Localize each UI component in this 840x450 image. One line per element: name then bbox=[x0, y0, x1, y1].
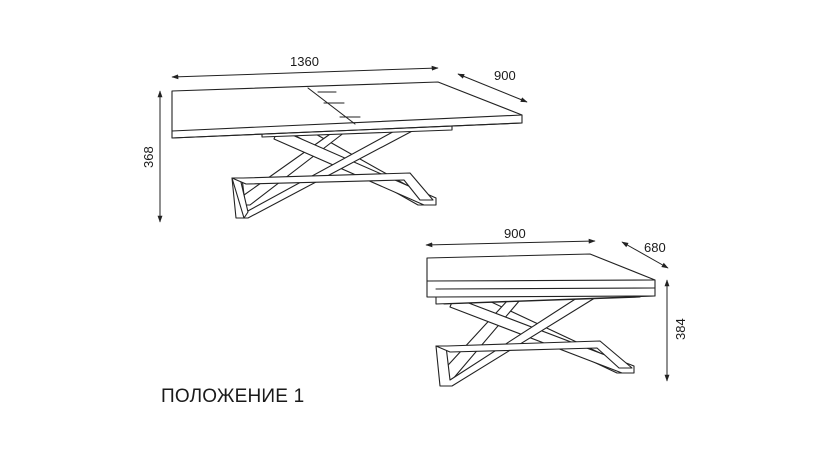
small-table-length-label: 900 bbox=[504, 226, 526, 241]
small-table-depth-label: 680 bbox=[644, 240, 666, 255]
small-table bbox=[426, 253, 656, 387]
large-table-top bbox=[171, 81, 523, 139]
large-table-legs bbox=[231, 123, 453, 219]
small-table-legs bbox=[435, 290, 641, 387]
position-caption: ПОЛОЖЕНИЕ 1 bbox=[161, 386, 304, 407]
small-table-depth-dimension: 680 bbox=[621, 240, 669, 269]
small-table-height-label: 384 bbox=[673, 318, 688, 340]
large-table-depth-dimension: 900 bbox=[457, 68, 528, 103]
small-table-top bbox=[426, 253, 656, 305]
small-table-height-dimension: 384 bbox=[664, 279, 688, 382]
large-table-height-dimension: 368 bbox=[141, 90, 163, 223]
small-table-length-dimension: 900 bbox=[425, 226, 596, 248]
large-table-height-label: 368 bbox=[141, 146, 156, 168]
large-table bbox=[171, 81, 523, 219]
large-table-depth-label: 900 bbox=[494, 68, 516, 83]
large-table-length-dimension: 1360 bbox=[171, 54, 439, 80]
large-table-length-label: 1360 bbox=[290, 54, 319, 69]
